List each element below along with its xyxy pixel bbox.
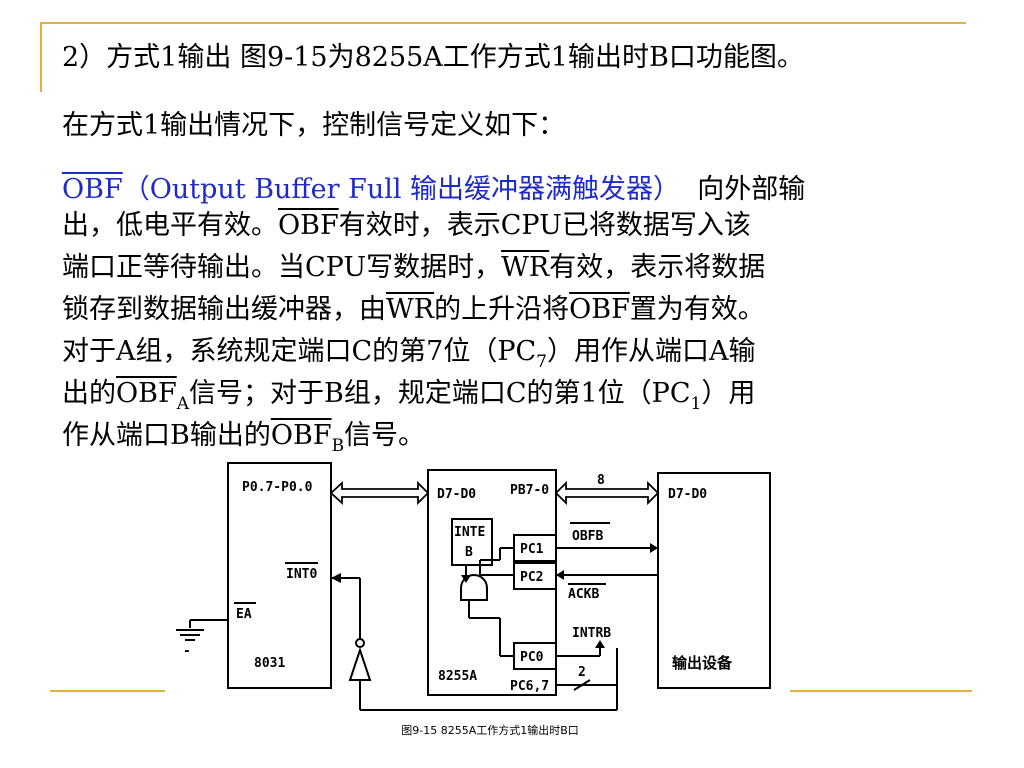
para-line-3: 端口正等待输出。当CPU写数据时，WR有效，表示将数据 (62, 252, 766, 283)
svg-text:PC6,7: PC6,7 (510, 679, 549, 694)
svg-text:PB7-0: PB7-0 (510, 483, 549, 498)
inte-box (451, 518, 493, 566)
para-line-7: 作从端口B输出的OBFB信号。 (62, 420, 426, 456)
svg-text:INTRB: INTRB (572, 626, 611, 641)
svg-text:ACKB: ACKB (568, 587, 599, 602)
svg-text:8031: 8031 (254, 656, 285, 671)
svg-text:D7-D0: D7-D0 (668, 487, 707, 502)
figure-caption: 图9-15 8255A工作方式1输出时B口 (401, 724, 579, 737)
para-line-4: 锁存到数据输出缓冲器，由WR的上升沿将OBF置为有效。 (62, 294, 765, 325)
svg-text:PC1: PC1 (520, 542, 544, 557)
svg-text:PC2: PC2 (520, 570, 543, 585)
svg-text:INT0: INT0 (286, 567, 317, 582)
svg-text:EA: EA (236, 607, 252, 622)
device-box (657, 472, 771, 689)
inverter-buffer (348, 646, 372, 681)
top-rule (40, 22, 966, 24)
bus-arrow-left (329, 480, 430, 506)
svg-text:8255A: 8255A (438, 669, 477, 684)
heading: 2）方式1输出 图9-15为8255A工作方式1输出时B口功能图。 (62, 42, 804, 73)
and-gate (460, 574, 488, 601)
svg-text:P0.7-P0.0: P0.7-P0.0 (242, 480, 313, 495)
svg-text:-: - (183, 644, 191, 659)
svg-text:INTE: INTE (454, 525, 485, 540)
svg-text:B: B (465, 545, 473, 560)
obf-definition: （Output Buffer Full 输出缓冲器满触发器） (122, 174, 681, 205)
cpu-box (227, 462, 332, 689)
para-line-5: 对于A组，系统规定端口C的第7位（PC7）用作从端口A输 (62, 336, 756, 372)
bus-arrow-right (554, 480, 660, 506)
para-line-2: 出，低电平有效。OBF有效时，表示CPU已将数据写入该 (62, 210, 751, 241)
svg-text:OBFB: OBFB (572, 529, 603, 544)
svg-text:8: 8 (597, 473, 605, 488)
svg-text:D7-D0: D7-D0 (437, 487, 476, 502)
para-line-6: 出的OBFA信号；对于B组，规定端口C的第1位（PC1）用 (62, 378, 756, 414)
intro-line: 在方式1输出情况下，控制信号定义如下： (62, 110, 566, 141)
bottom-right-rule (790, 690, 972, 692)
para-line-1: OBF（Output Buffer Full 输出缓冲器满触发器） 向外部输 (62, 174, 806, 205)
svg-text:PC0: PC0 (520, 650, 544, 665)
left-rule (40, 22, 42, 92)
bottom-left-rule (50, 690, 165, 692)
obf-term: OBF (62, 174, 123, 205)
svg-text:输出设备: 输出设备 (672, 654, 733, 672)
svg-text:2: 2 (578, 665, 586, 680)
